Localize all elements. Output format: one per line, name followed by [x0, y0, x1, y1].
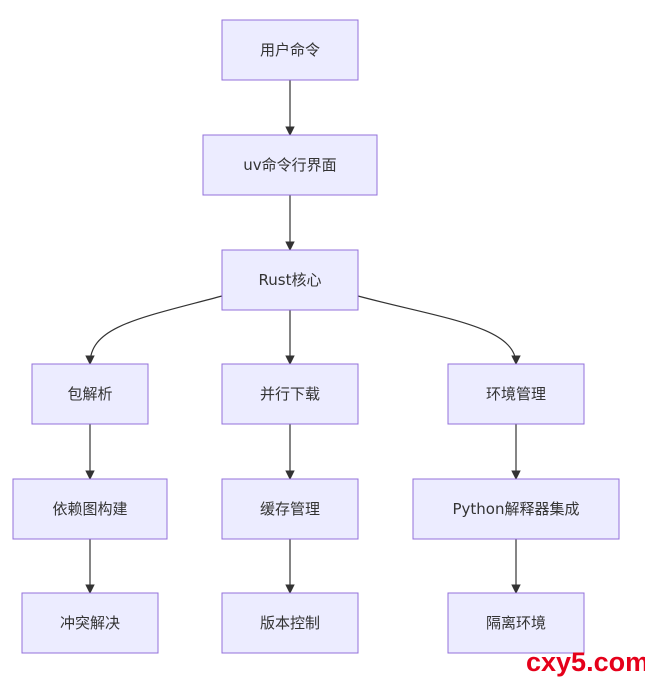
node-env-management[interactable]: 环境管理 — [447, 363, 585, 425]
node-label: 环境管理 — [486, 385, 546, 403]
node-user-command[interactable]: 用户命令 — [221, 19, 359, 81]
watermark-logo: cxy5.com — [526, 647, 645, 677]
node-label: 包解析 — [67, 385, 112, 403]
node-label: 版本控制 — [260, 614, 320, 632]
node-python-interpreter[interactable]: Python解释器集成 — [412, 478, 620, 540]
node-label: 依赖图构建 — [52, 500, 127, 518]
node-label: 缓存管理 — [260, 500, 320, 518]
node-package-parse[interactable]: 包解析 — [31, 363, 149, 425]
node-label: 冲突解决 — [60, 614, 120, 632]
node-cache-management[interactable]: 缓存管理 — [221, 478, 359, 540]
node-isolated-env[interactable]: 隔离环境 — [447, 592, 585, 654]
node-conflict-resolution[interactable]: 冲突解决 — [21, 592, 159, 654]
node-label: Rust核心 — [259, 271, 322, 289]
node-label: uv命令行界面 — [243, 156, 336, 174]
node-rust-core[interactable]: Rust核心 — [221, 249, 359, 311]
edges — [85, 80, 521, 594]
nodes: 用户命令 uv命令行界面 Rust核心 包解析 并行下载 环境管理 依赖图构建 — [12, 19, 620, 654]
edge-rust-core-to-pkg-parse — [85, 295, 223, 365]
node-dependency-graph[interactable]: 依赖图构建 — [12, 478, 168, 540]
node-label: 并行下载 — [260, 385, 320, 403]
node-parallel-download[interactable]: 并行下载 — [221, 363, 359, 425]
node-version-control[interactable]: 版本控制 — [221, 592, 359, 654]
node-label: Python解释器集成 — [453, 500, 580, 518]
node-label: 隔离环境 — [486, 614, 546, 632]
node-uv-cli[interactable]: uv命令行界面 — [202, 134, 378, 196]
node-label: 用户命令 — [260, 41, 320, 59]
edge-rust-core-to-env-mgmt — [357, 295, 521, 365]
